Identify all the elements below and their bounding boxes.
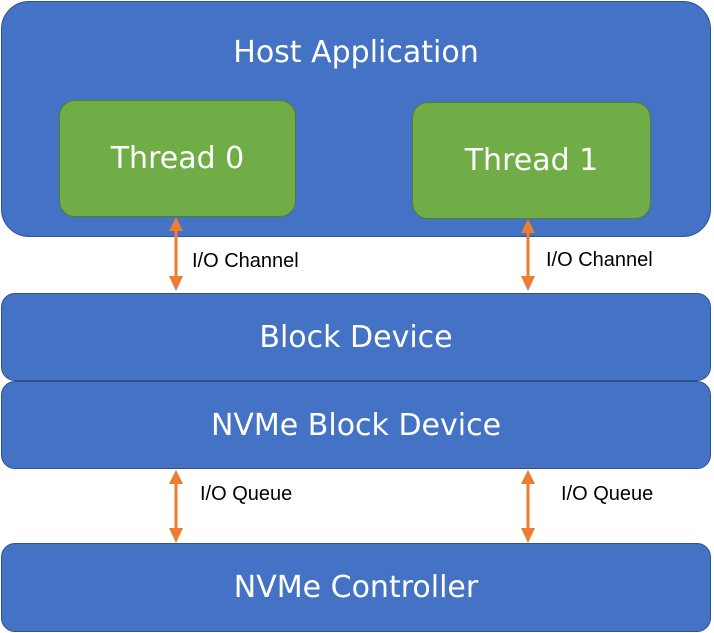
io-queue-arrow-left xyxy=(169,470,183,543)
block-device-label: Block Device xyxy=(259,319,453,355)
nvme-controller-box: NVMe Controller xyxy=(1,543,711,632)
io-channel-label-right: I/O Channel xyxy=(546,249,653,271)
io-queue-arrow-right xyxy=(521,470,535,543)
nvme-block-device-box: NVMe Block Device xyxy=(1,381,711,469)
block-device-box: Block Device xyxy=(1,293,711,381)
io-channel-label-left: I/O Channel xyxy=(192,250,299,272)
host-application-title: Host Application xyxy=(233,35,479,70)
thread-0-box: Thread 0 xyxy=(59,100,296,217)
thread-1-box: Thread 1 xyxy=(412,102,651,219)
thread-1-label: Thread 1 xyxy=(464,143,599,178)
nvme-controller-label: NVMe Controller xyxy=(233,570,479,605)
io-queue-label-right: I/O Queue xyxy=(561,483,654,505)
io-queue-label-left: I/O Queue xyxy=(200,483,293,505)
thread-0-label: Thread 0 xyxy=(110,141,245,176)
nvme-block-device-label: NVMe Block Device xyxy=(210,407,502,443)
